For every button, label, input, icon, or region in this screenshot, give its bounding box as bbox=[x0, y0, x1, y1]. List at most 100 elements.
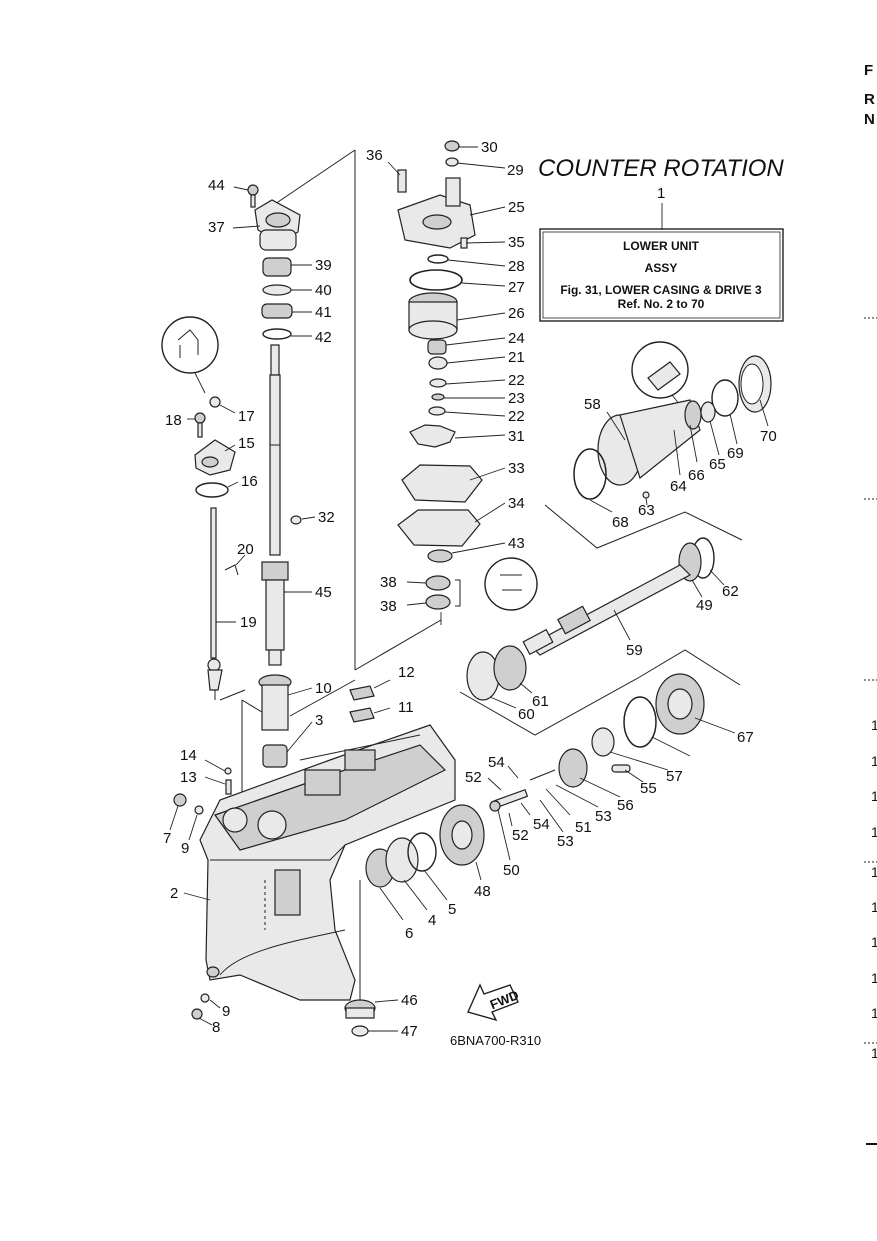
callout-label: 67 bbox=[737, 729, 754, 746]
callout-label: 2 bbox=[170, 885, 178, 902]
callout-label: 4 bbox=[428, 912, 436, 929]
callout-label: 34 bbox=[508, 495, 525, 512]
callout-label: 25 bbox=[508, 199, 525, 216]
callout-label: 35 bbox=[508, 234, 525, 251]
callout-label: 28 bbox=[508, 258, 525, 275]
callout-label: 22 bbox=[508, 408, 525, 425]
callout-label: 55 bbox=[640, 780, 657, 797]
callout-labels: 30 29 36 25 44 37 35 39 28 27 40 26 41 4… bbox=[163, 139, 777, 1040]
edge-number: 1 bbox=[871, 899, 877, 915]
callout-label: 46 bbox=[401, 992, 418, 1009]
edge-number: 1 bbox=[871, 1005, 877, 1021]
callout-label: 62 bbox=[722, 583, 739, 600]
callout-label: 19 bbox=[240, 614, 257, 631]
reference-box: 1 LOWER UNIT ASSY Fig. 31, LOWER CASING … bbox=[539, 185, 784, 322]
callout-label: 68 bbox=[612, 514, 629, 531]
edge-number: 1 bbox=[871, 753, 877, 769]
callout-label: 47 bbox=[401, 1023, 418, 1040]
callout-label: 42 bbox=[315, 329, 332, 346]
callout-label: 43 bbox=[508, 535, 525, 552]
left-parts bbox=[161, 184, 376, 1037]
callout-label: 49 bbox=[696, 597, 713, 614]
drive-shaft bbox=[261, 344, 289, 666]
callout-label: 69 bbox=[727, 445, 744, 462]
callout-label: 53 bbox=[595, 808, 612, 825]
callout-label: 60 bbox=[518, 706, 535, 723]
callout-label: 39 bbox=[315, 257, 332, 274]
callout-label: 57 bbox=[666, 768, 683, 785]
edge-number: 1 bbox=[871, 788, 877, 804]
callout-label: 36 bbox=[366, 147, 383, 164]
edge-letter: F bbox=[864, 62, 873, 79]
diagram-title: COUNTER ROTATION bbox=[538, 155, 784, 182]
callout-label: 50 bbox=[503, 862, 520, 879]
callout-label: 40 bbox=[315, 282, 332, 299]
callout-label: 27 bbox=[508, 279, 525, 296]
callout-label: 38 bbox=[380, 598, 397, 615]
callout-label: 18 bbox=[165, 412, 182, 429]
edge-number: 1 bbox=[871, 1045, 877, 1061]
pump-parts bbox=[397, 140, 538, 625]
reference-box-line1: LOWER UNIT bbox=[623, 239, 700, 253]
callout-label: 59 bbox=[626, 642, 643, 659]
callout-label: 10 bbox=[315, 680, 332, 697]
figure-code: 6BNA700-R310 bbox=[450, 1033, 541, 1048]
edge-number: 1 bbox=[871, 824, 877, 840]
callout-label: 26 bbox=[508, 305, 525, 322]
callout-label: 65 bbox=[709, 456, 726, 473]
callout-label: 45 bbox=[315, 584, 332, 601]
callout-label: 23 bbox=[508, 390, 525, 407]
callout-label: 52 bbox=[512, 827, 529, 844]
assembly-lines bbox=[214, 149, 743, 1000]
callout-label: 44 bbox=[208, 177, 225, 194]
callout-label: 6 bbox=[405, 925, 413, 942]
reference-box-line4: Ref. No. 2 to 70 bbox=[618, 297, 705, 311]
callout-label: 70 bbox=[760, 428, 777, 445]
callout-label: 21 bbox=[508, 349, 525, 366]
callout-label: 5 bbox=[448, 901, 456, 918]
callout-label: 58 bbox=[584, 396, 601, 413]
callout-label: 48 bbox=[474, 883, 491, 900]
gear-train bbox=[365, 341, 772, 888]
callout-leaders bbox=[169, 146, 769, 1032]
edge-number: 1 bbox=[871, 970, 877, 986]
callout-label: 3 bbox=[315, 712, 323, 729]
edge-number: 1 bbox=[871, 864, 877, 880]
callout-label: 63 bbox=[638, 502, 655, 519]
callout-label: 22 bbox=[508, 372, 525, 389]
callout-label: 14 bbox=[180, 747, 197, 764]
callout-label: 24 bbox=[508, 330, 525, 347]
callout-label: 64 bbox=[670, 478, 687, 495]
fwd-arrow: FWD bbox=[467, 983, 521, 1022]
callout-label: 12 bbox=[398, 664, 415, 681]
callout-label: 8 bbox=[212, 1019, 220, 1036]
callout-label: 54 bbox=[533, 816, 550, 833]
callout-label: 61 bbox=[532, 693, 549, 710]
callout-label: 53 bbox=[557, 833, 574, 850]
callout-label: 41 bbox=[315, 304, 332, 321]
callout-label: 15 bbox=[238, 435, 255, 452]
callout-label: 54 bbox=[488, 754, 505, 771]
callout-label: 56 bbox=[617, 797, 634, 814]
callout-label: 37 bbox=[208, 219, 225, 236]
reference-box-number: 1 bbox=[657, 185, 665, 202]
callout-label: 66 bbox=[688, 467, 705, 484]
callout-label: 20 bbox=[237, 541, 254, 558]
callout-label: 16 bbox=[241, 473, 258, 490]
callout-label: 17 bbox=[238, 408, 255, 425]
lower-casing bbox=[199, 724, 456, 1001]
callout-label: 32 bbox=[318, 509, 335, 526]
callout-label: 29 bbox=[507, 162, 524, 179]
callout-label: 33 bbox=[508, 460, 525, 477]
edge-letter: N bbox=[864, 111, 875, 128]
edge-letter: R bbox=[864, 91, 875, 108]
callout-label: 13 bbox=[180, 769, 197, 786]
edge-ticks bbox=[864, 317, 877, 1145]
edge-number: 1 bbox=[871, 717, 877, 733]
shift-rod bbox=[207, 507, 223, 691]
reference-box-line3: Fig. 31, LOWER CASING & DRIVE 3 bbox=[560, 283, 762, 297]
callout-label: 31 bbox=[508, 428, 525, 445]
callout-label: 52 bbox=[465, 769, 482, 786]
callout-label: 9 bbox=[222, 1003, 230, 1020]
